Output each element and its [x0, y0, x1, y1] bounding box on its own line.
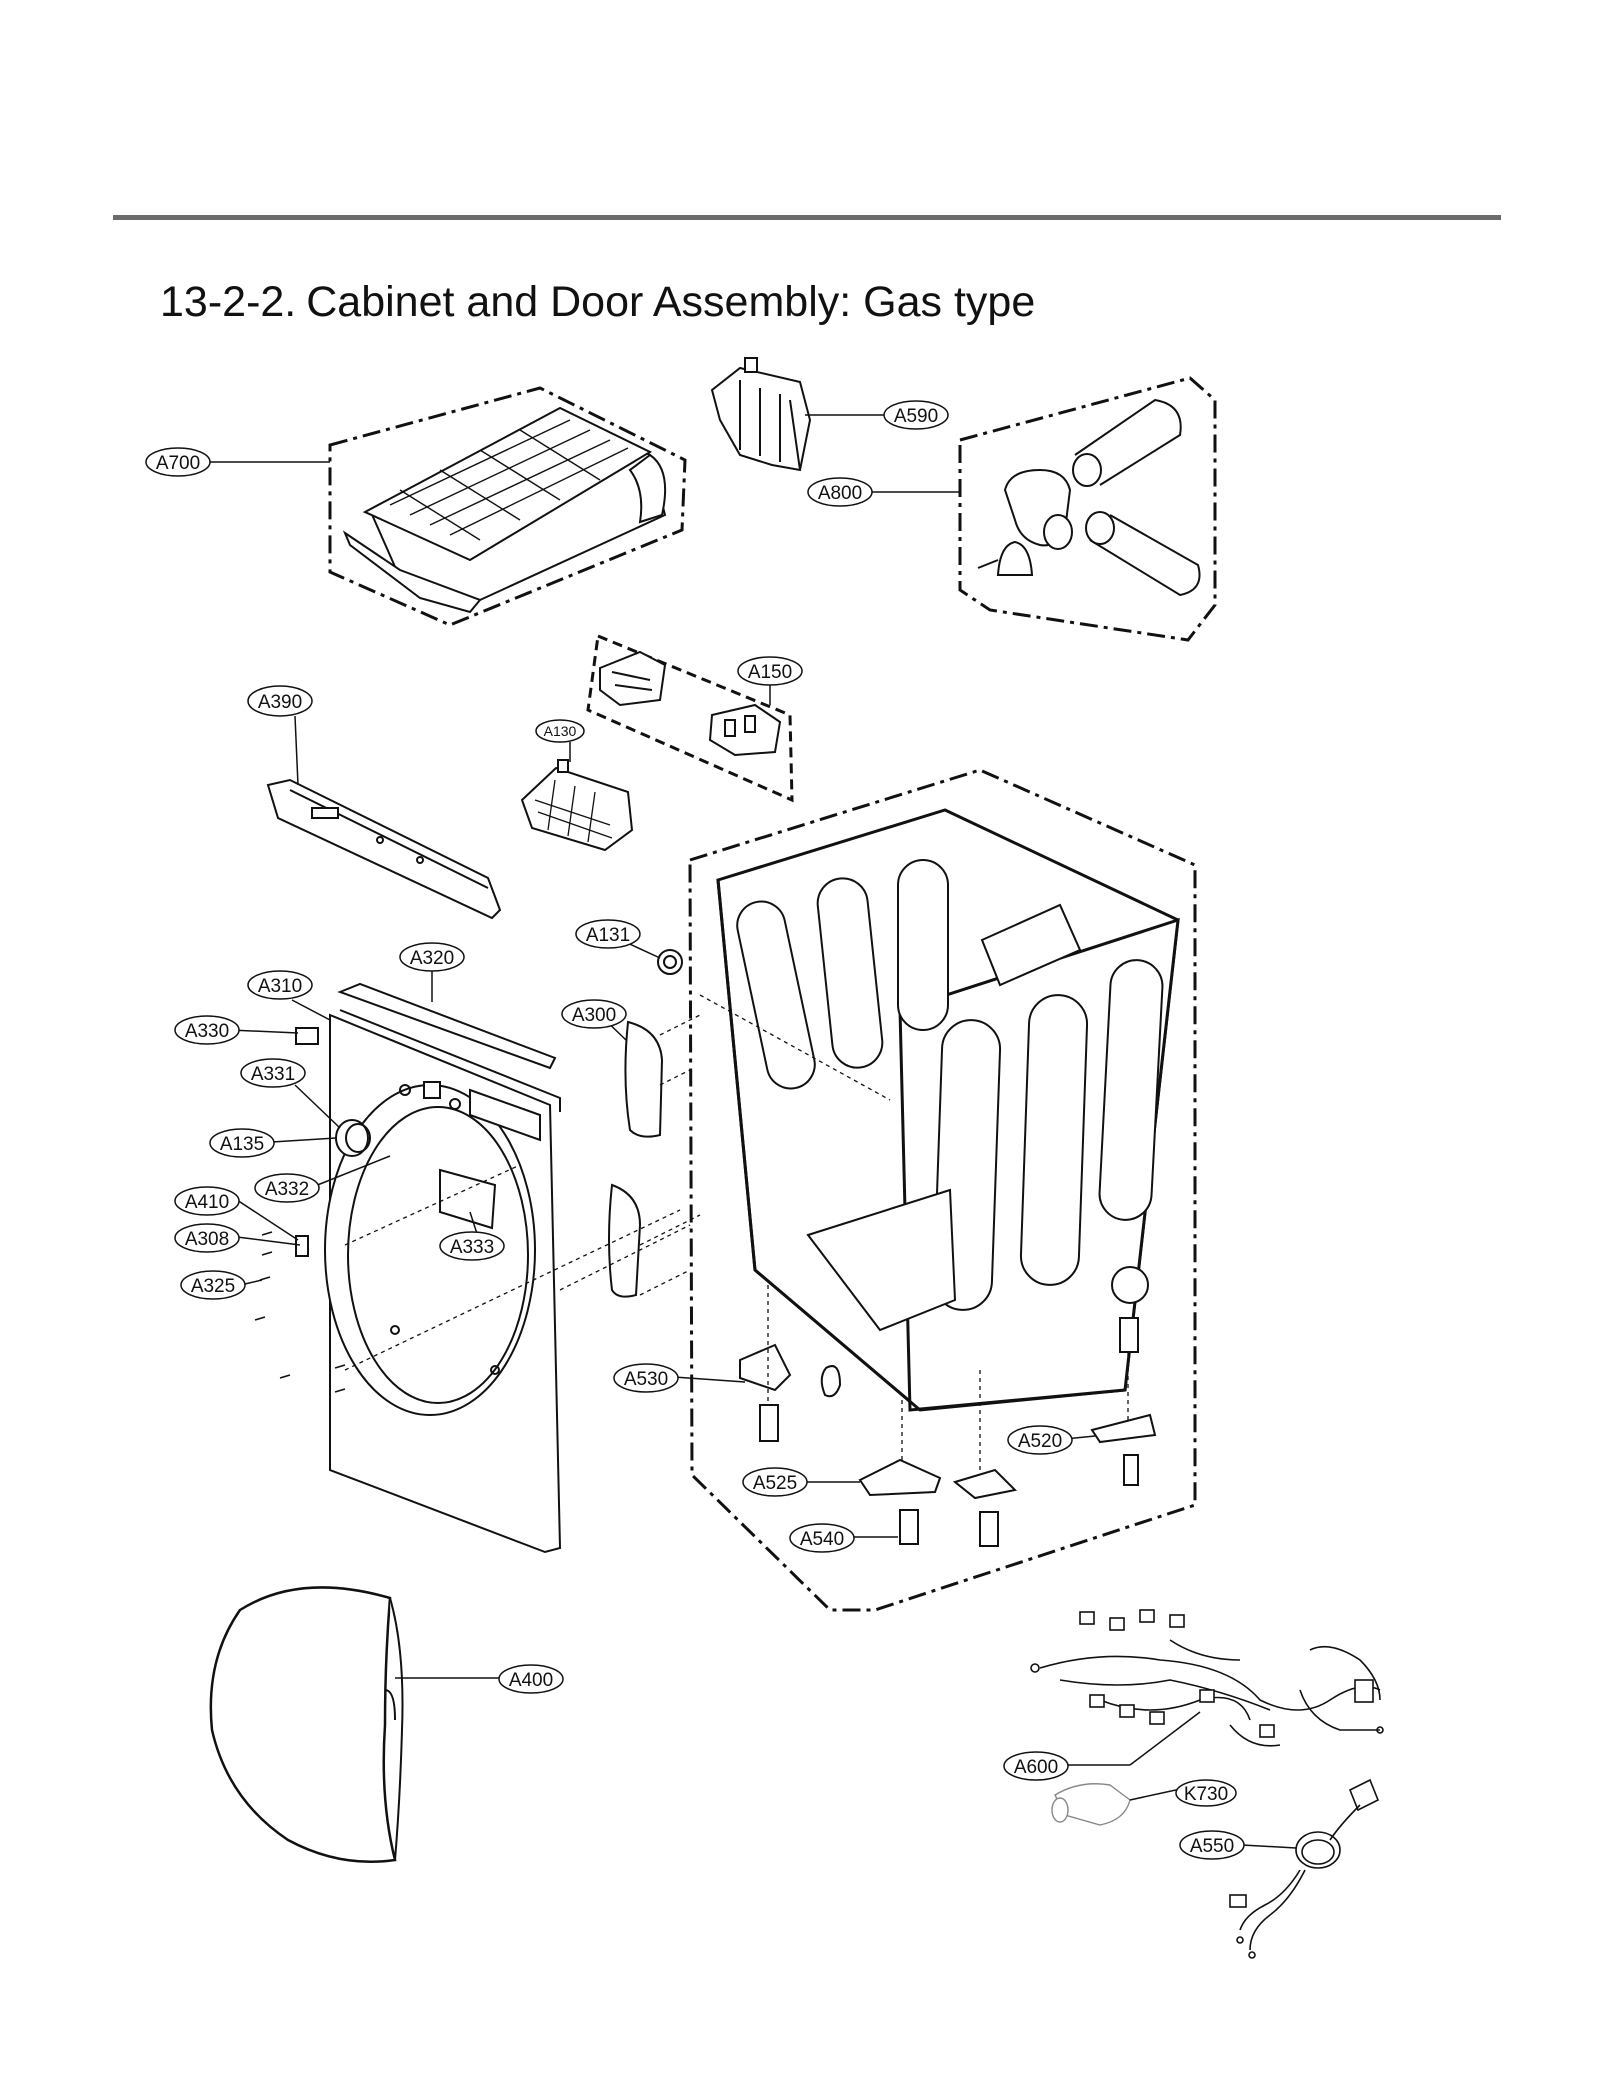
label-A800: A800	[807, 477, 873, 507]
label-A150: A150	[737, 656, 803, 686]
group-outline-pcb	[586, 633, 794, 803]
header-rule	[113, 215, 1501, 220]
motor	[1051, 1783, 1131, 1826]
filter-assembly	[520, 759, 634, 852]
svg-text:A525: A525	[753, 1473, 797, 1494]
duct-kit	[977, 398, 1201, 597]
svg-text:A325: A325	[191, 1276, 235, 1297]
label-A590: A590	[883, 400, 949, 430]
svg-text:A590: A590	[894, 406, 938, 427]
pcb-group	[599, 650, 782, 757]
label-A325: A325	[180, 1270, 246, 1300]
door-handle	[344, 1014, 701, 1371]
svg-text:A700: A700	[156, 453, 200, 474]
svg-text:A331: A331	[251, 1064, 295, 1085]
svg-text:A130: A130	[544, 723, 577, 739]
svg-text:A520: A520	[1018, 1431, 1062, 1452]
wire-harness	[1030, 1609, 1384, 1747]
label-A520: A520	[1007, 1425, 1073, 1455]
svg-text:K730: K730	[1184, 1784, 1228, 1805]
label-A131: A131	[575, 919, 641, 949]
latch-parts	[254, 1231, 346, 1393]
power-cord	[1229, 1778, 1380, 1959]
label-A130: A130	[535, 719, 585, 743]
svg-text:A310: A310	[258, 976, 302, 997]
label-A600: A600	[1003, 1751, 1069, 1781]
door	[209, 1586, 404, 1863]
label-A333: A333	[439, 1231, 505, 1261]
cabinet	[699, 808, 1180, 1412]
svg-text:A131: A131	[586, 925, 630, 946]
feet	[739, 1285, 1157, 1547]
label-A330: A330	[174, 1015, 240, 1045]
svg-text:A800: A800	[818, 483, 862, 504]
front-panel	[324, 1009, 562, 1554]
svg-text:A530: A530	[624, 1369, 668, 1390]
group-outline-duct-kit	[958, 376, 1217, 642]
section-number: 13-2-2.	[160, 278, 297, 326]
leader-lines	[210, 414, 1297, 1849]
page-title: 13-2-2.Cabinet and Door Assembly: Gas ty…	[160, 278, 1035, 327]
label-K730: K730	[1175, 1779, 1237, 1807]
svg-text:A300: A300	[572, 1005, 616, 1026]
svg-text:A320: A320	[410, 948, 454, 969]
svg-text:A540: A540	[800, 1529, 844, 1550]
label-A700: A700	[145, 447, 211, 477]
label-A540: A540	[789, 1523, 855, 1553]
section-title: Cabinet and Door Assembly: Gas type	[306, 278, 1036, 326]
a135-ring	[335, 1119, 371, 1157]
svg-text:A308: A308	[185, 1229, 229, 1250]
svg-text:A400: A400	[509, 1670, 553, 1691]
svg-text:A600: A600	[1014, 1757, 1058, 1778]
label-A308: A308	[174, 1223, 240, 1253]
part-labels: A700 A590 A800 A150 A390 A130 A131 A320 …	[145, 400, 1245, 1860]
top-cover	[337, 982, 557, 1070]
label-A390: A390	[247, 685, 313, 717]
label-A320: A320	[399, 942, 465, 972]
svg-text:A410: A410	[185, 1192, 229, 1213]
svg-text:A135: A135	[220, 1134, 264, 1155]
knob	[657, 949, 683, 975]
label-A400: A400	[498, 1664, 564, 1694]
bracket-a590	[710, 357, 812, 472]
rear-bracket	[266, 778, 502, 920]
svg-text:A330: A330	[185, 1021, 229, 1042]
top-plate	[342, 406, 667, 614]
svg-text:A390: A390	[258, 692, 302, 713]
label-A530: A530	[613, 1363, 679, 1393]
svg-text:A332: A332	[265, 1179, 309, 1200]
label-A300: A300	[561, 999, 627, 1029]
label-A410: A410	[174, 1186, 240, 1216]
label-A310: A310	[247, 970, 313, 1000]
control-box	[295, 1027, 319, 1045]
group-outline-top-plate	[328, 386, 687, 627]
group-outline-cabinet	[688, 768, 1197, 1612]
svg-text:A550: A550	[1190, 1836, 1234, 1857]
label-A525: A525	[742, 1467, 808, 1497]
label-A550: A550	[1179, 1830, 1245, 1860]
svg-text:A333: A333	[450, 1237, 494, 1258]
label-A135: A135	[209, 1128, 275, 1158]
svg-text:A150: A150	[748, 662, 792, 683]
label-A331: A331	[240, 1058, 306, 1088]
label-A332: A332	[254, 1173, 320, 1203]
